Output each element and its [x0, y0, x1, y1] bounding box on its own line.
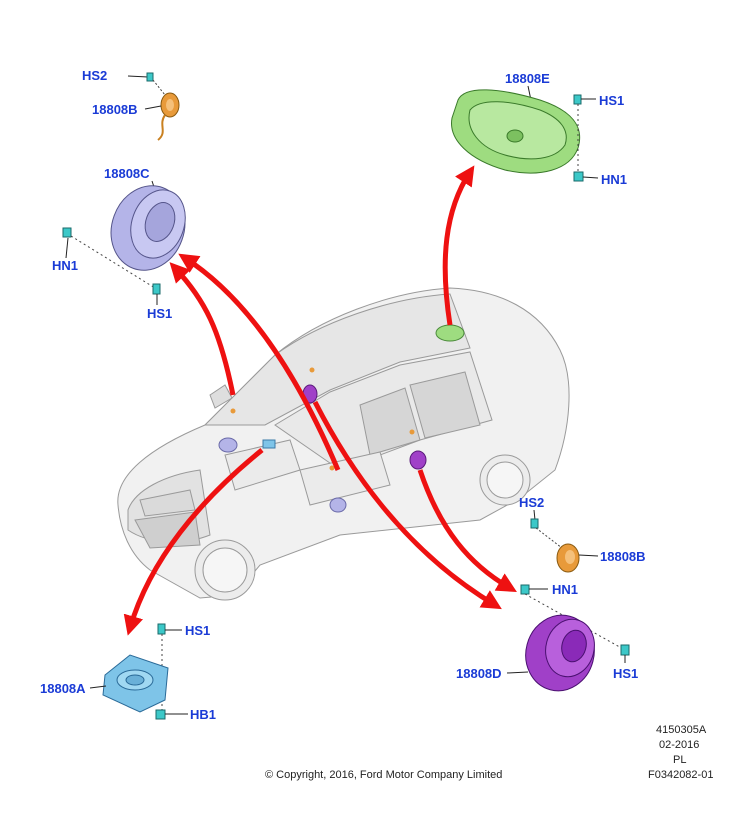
- part-18808a: [89, 623, 188, 720]
- label-hs1-c: HS1: [147, 306, 173, 321]
- location-arrows: [123, 165, 517, 636]
- label-hn1-e: HN1: [601, 172, 628, 187]
- label-hn1-c: HN1: [52, 258, 79, 273]
- label-hn1-d: HN1: [552, 582, 579, 597]
- ref-code-2: F0342082-01: [648, 769, 714, 781]
- label-hs2-top: HS2: [82, 68, 108, 83]
- label-18808a: 18808A: [40, 681, 86, 696]
- copyright-notice: © Copyright, 2016, Ford Motor Company Li…: [265, 769, 503, 781]
- label-18808b-top: 18808B: [92, 102, 138, 117]
- label-hs1-d: HS1: [613, 666, 639, 681]
- label-hs1-a: HS1: [185, 623, 211, 638]
- label-18808b-right: 18808B: [600, 549, 646, 564]
- date-code: 02-2016: [659, 739, 700, 751]
- part-18808c: [62, 180, 186, 305]
- label-hs1-e: HS1: [599, 93, 625, 108]
- part-18808d: [506, 584, 630, 692]
- label-18808e: 18808E: [505, 71, 550, 86]
- label-18808c: 18808C: [104, 166, 150, 181]
- label-hb1-a: HB1: [190, 707, 217, 722]
- label-18808d: 18808D: [456, 666, 502, 681]
- part-18808b-right: [530, 509, 599, 573]
- language-code: PL: [673, 754, 687, 766]
- label-hs2-right: HS2: [519, 495, 545, 510]
- part-18808e: [451, 85, 599, 182]
- ref-code-1: 4150305A: [656, 724, 707, 736]
- part-18808b-top: [127, 72, 180, 141]
- car-illustration: [117, 287, 570, 601]
